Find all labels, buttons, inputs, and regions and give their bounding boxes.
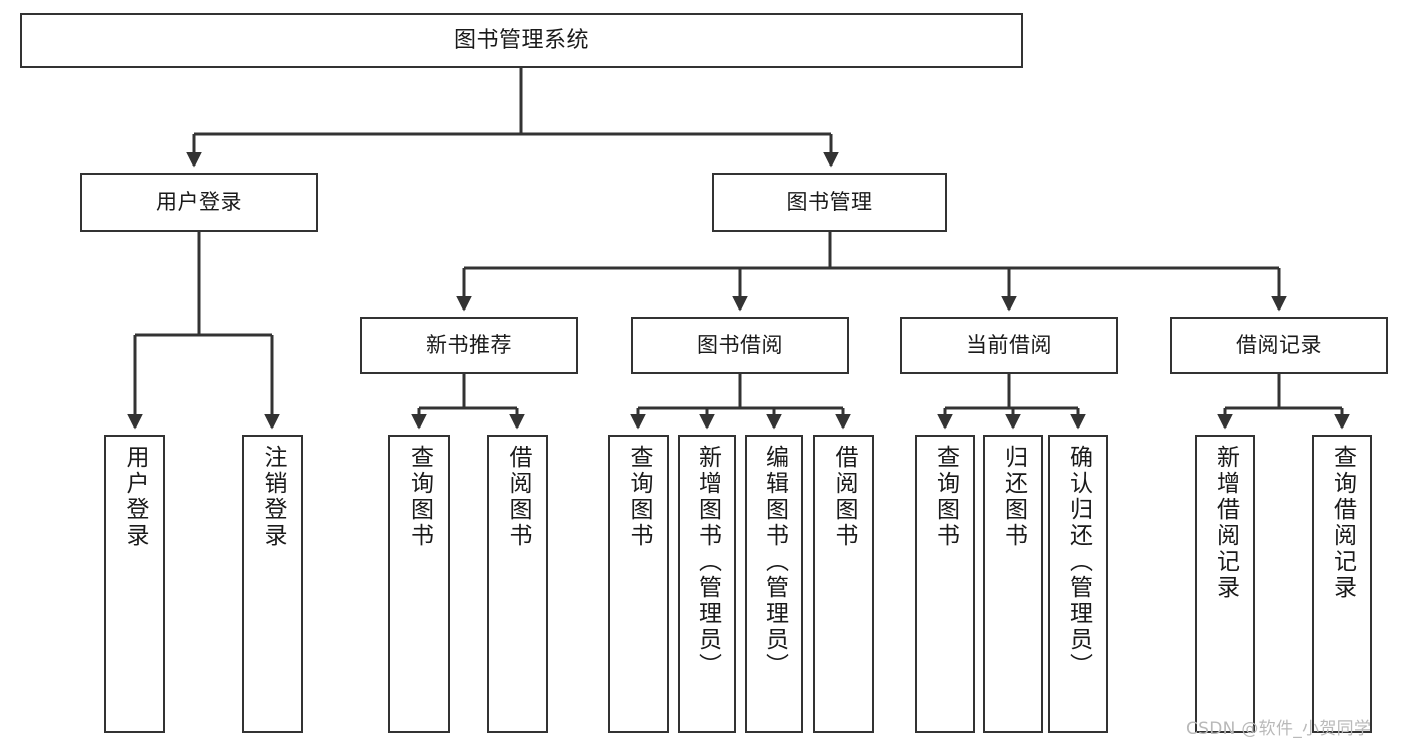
leaf-add-book[interactable]: 新增图书（管理员）: [678, 435, 736, 733]
leaf-edit-book[interactable]: 编辑图书（管理员）: [745, 435, 803, 733]
leaf-user-login[interactable]: 用户登录: [104, 435, 165, 733]
node-label: 图书借阅: [697, 333, 783, 358]
node-book-borrow[interactable]: 图书借阅: [631, 317, 849, 374]
node-label: 确认归还（管理员）: [1065, 445, 1092, 679]
leaf-query-book-3[interactable]: 查询图书: [915, 435, 975, 733]
node-label: 新增借阅记录: [1212, 445, 1239, 601]
leaf-confirm-return[interactable]: 确认归还（管理员）: [1048, 435, 1108, 733]
node-label: 注销登录: [260, 445, 286, 549]
node-label: 用户登录: [122, 445, 148, 549]
node-label: 当前借阅: [966, 333, 1052, 358]
node-label: 编辑图书（管理员）: [761, 445, 788, 679]
node-label: 新增图书（管理员）: [694, 445, 721, 679]
leaf-query-record[interactable]: 查询借阅记录: [1312, 435, 1372, 733]
node-label: 图书管理: [786, 190, 873, 215]
node-user-login[interactable]: 用户登录: [80, 173, 318, 232]
node-label: 图书管理系统: [453, 27, 589, 53]
node-label: 查询图书: [932, 445, 959, 549]
node-root-system[interactable]: 图书管理系统: [20, 13, 1023, 68]
leaf-borrow-book-1[interactable]: 借阅图书: [487, 435, 548, 733]
node-label: 归还图书: [1000, 445, 1027, 549]
leaf-query-book-2[interactable]: 查询图书: [608, 435, 669, 733]
node-label: 用户登录: [156, 190, 242, 215]
leaf-return-book[interactable]: 归还图书: [983, 435, 1043, 733]
leaf-borrow-book-2[interactable]: 借阅图书: [813, 435, 874, 733]
node-borrow-record[interactable]: 借阅记录: [1170, 317, 1388, 374]
watermark: CSDN @软件_小贺同学: [1186, 719, 1372, 739]
node-label: 查询图书: [406, 445, 433, 549]
leaf-query-book-1[interactable]: 查询图书: [388, 435, 450, 733]
node-label: 查询借阅记录: [1329, 445, 1356, 601]
node-book-manage[interactable]: 图书管理: [712, 173, 947, 232]
node-label: 查询图书: [626, 445, 652, 549]
leaf-add-record[interactable]: 新增借阅记录: [1195, 435, 1255, 733]
node-label: 新书推荐: [426, 333, 512, 358]
node-current-borrow[interactable]: 当前借阅: [900, 317, 1118, 374]
node-label: 借阅图书: [505, 445, 531, 549]
node-label: 借阅图书: [831, 445, 857, 549]
node-label: 借阅记录: [1236, 333, 1322, 358]
node-new-book-recommend[interactable]: 新书推荐: [360, 317, 578, 374]
leaf-logout[interactable]: 注销登录: [242, 435, 303, 733]
